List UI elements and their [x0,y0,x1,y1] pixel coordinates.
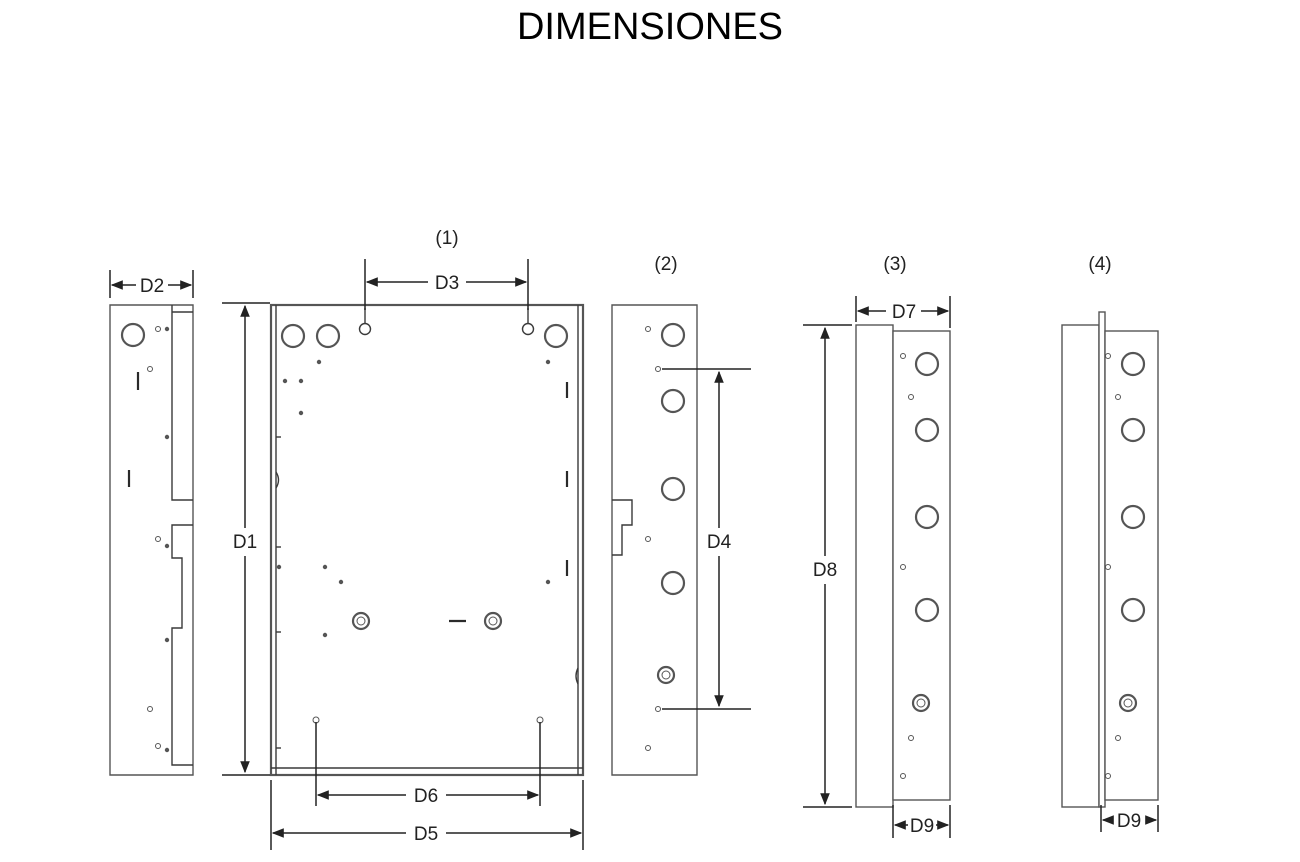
dimension-d6: D6 [315,722,541,807]
stud-left [351,611,371,631]
label-d9-view-3: D9 [910,816,934,837]
label-d8: D8 [813,560,837,581]
stud-view-3 [911,693,931,713]
label-d7: D7 [892,302,916,323]
label-d3: D3 [435,273,459,294]
stud-view-2 [656,665,676,685]
dimension-d7: D7 [855,296,951,328]
left-side-profile [109,304,194,776]
dimension-d9-view-3: D9 [892,805,951,838]
page-title: DIMENSIONES [516,6,784,48]
label-d4: D4 [707,532,732,553]
label-d1: D1 [233,532,257,553]
view-1-label: (1) [435,228,458,249]
dimension-d5: D5 [270,780,584,850]
dimension-d1: D1 [222,302,270,776]
keyhole-left [358,308,372,336]
keyhole-right [521,308,535,336]
dimension-d2: D2 [109,270,194,298]
label-d9-view-4: D9 [1117,811,1141,832]
stud-view-4 [1118,693,1138,713]
view-2-label: (2) [654,254,677,275]
label-d6: D6 [414,786,438,807]
view-4-profile [1061,311,1159,808]
view-3-profile [855,324,951,808]
dimension-d4: D4 [662,368,751,710]
dimension-d9-view-4: D9 [1100,805,1159,832]
label-d2: D2 [140,276,164,297]
dimension-d8: D8 [803,324,852,808]
front-view-enclosure [269,303,585,777]
view-3-label: (3) [883,254,906,275]
right-side-profile [611,304,698,776]
dimension-d3: D3 [364,259,529,310]
label-d5: D5 [414,824,438,845]
stud-right [483,611,503,631]
view-4-label: (4) [1088,254,1111,275]
